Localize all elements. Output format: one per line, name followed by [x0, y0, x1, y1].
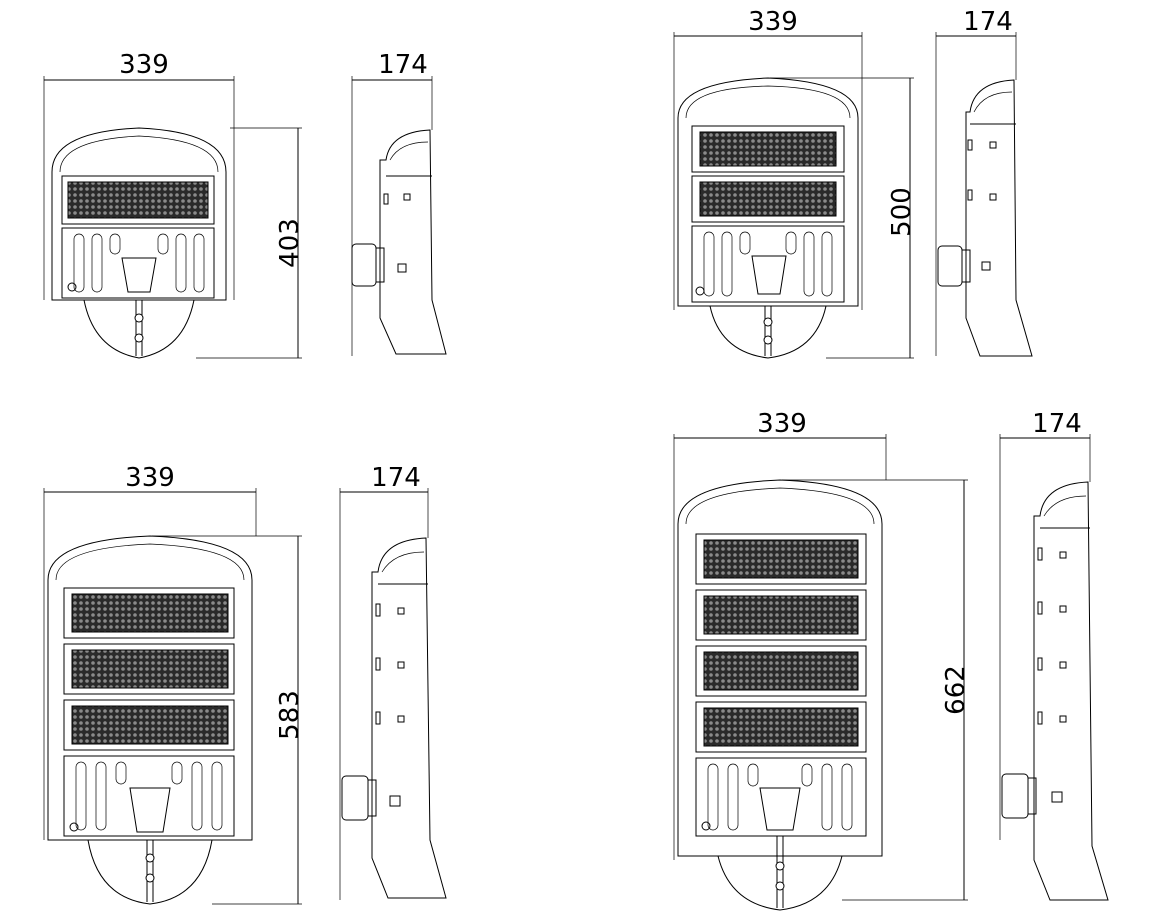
height-dimension: 403	[275, 218, 305, 268]
side-view: 174	[935, 7, 1033, 357]
lamp-drawing-403: 339	[43, 50, 447, 359]
front-view: 339 500	[673, 7, 917, 359]
depth-dimension: 174	[371, 463, 421, 493]
width-dimension: 339	[748, 7, 798, 37]
height-dimension: 583	[275, 690, 305, 740]
lamp-drawing-662: 339	[673, 409, 1109, 911]
lamp-drawing-500: 339 500	[673, 7, 1033, 359]
side-view: 174	[351, 50, 447, 356]
depth-dimension: 174	[378, 50, 428, 80]
width-dimension: 339	[119, 50, 169, 80]
width-dimension: 339	[757, 409, 807, 439]
depth-dimension: 174	[1032, 409, 1082, 439]
lamp-drawing-583: 339	[43, 463, 447, 905]
side-view: 174	[999, 409, 1109, 901]
side-view: 174	[339, 463, 447, 900]
front-view: 339	[43, 463, 305, 905]
depth-dimension: 174	[963, 7, 1013, 37]
front-view: 339	[43, 50, 305, 359]
height-dimension: 662	[941, 665, 971, 715]
front-view: 339	[673, 409, 971, 911]
width-dimension: 339	[125, 463, 175, 493]
height-dimension: 500	[887, 187, 917, 237]
